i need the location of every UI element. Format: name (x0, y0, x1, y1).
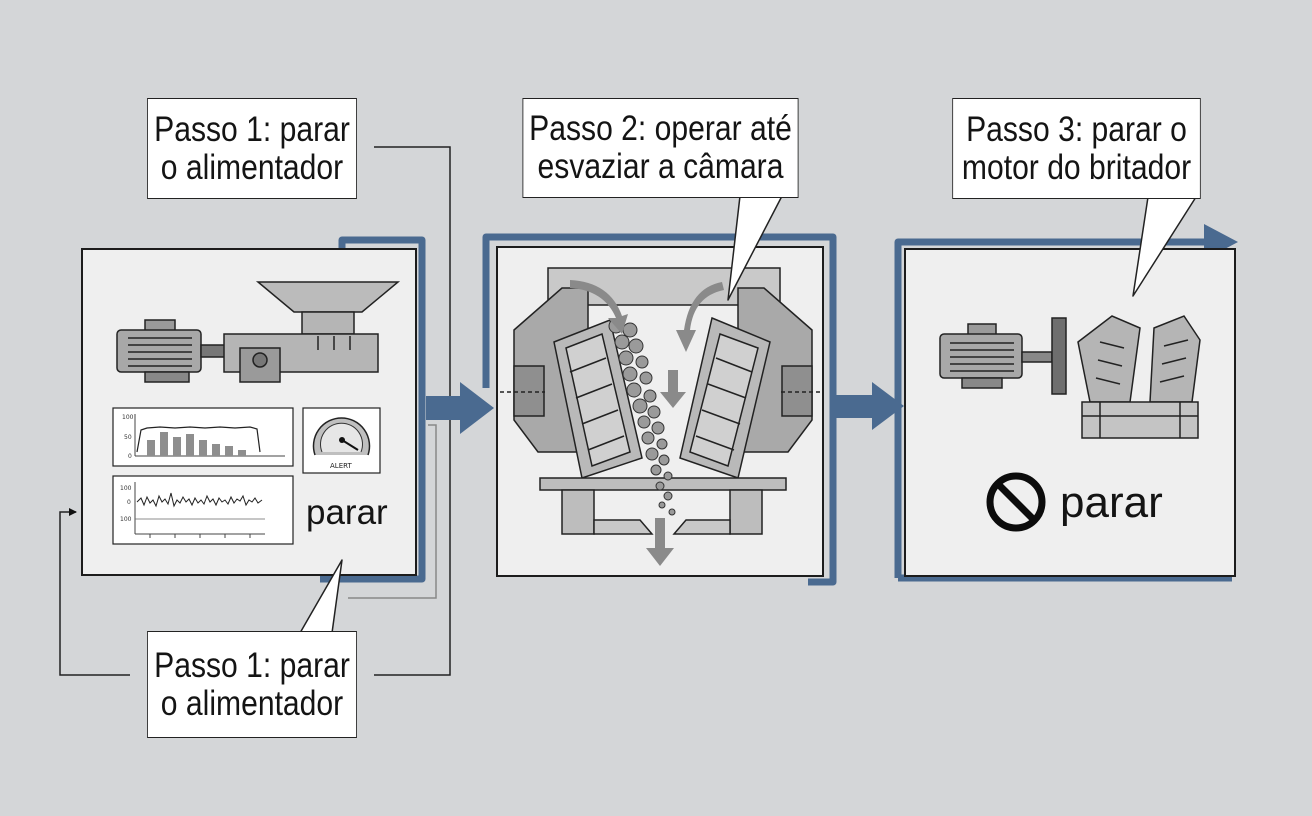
signal-chart-tick-bottom: 100 (120, 516, 132, 523)
screw-feeder-icon (223, 281, 401, 383)
callout-tails (299, 195, 1197, 634)
flow-frames (320, 233, 1232, 586)
step2-to-step3-arrow (836, 382, 904, 430)
crusher-panel (496, 246, 824, 577)
prohibited-icon (986, 472, 1046, 532)
step2-label: Passo 2: operar até esvaziar a câmara (529, 109, 792, 186)
bar-chart-bars (147, 432, 246, 456)
gauge-alert-label: ALERT (330, 462, 352, 470)
step1-repeat-callout: Passo 1: parar o alimentador (147, 631, 357, 738)
crusher-jaws-icon (1077, 315, 1201, 439)
step1-repeat-label: Passo 1: parar o alimentador (154, 645, 350, 723)
rock-particles (608, 318, 676, 516)
step1-label: Passo 1: parar o alimentador (154, 109, 350, 187)
motor-panel (904, 248, 1236, 577)
feeder-bar-chart: 100 50 0 (112, 407, 294, 467)
step2-callout: Passo 2: operar até esvaziar a câmara (522, 98, 799, 198)
step3-callout: Passo 3: parar o motor do britador (952, 98, 1201, 199)
crusher-motor-icon (939, 317, 1067, 395)
motor-stop-label: parar (1060, 478, 1163, 527)
signal-chart-tick-top: 100 (120, 485, 132, 492)
feeder-stop-label: parar (306, 493, 388, 532)
signal-chart-line (136, 492, 263, 508)
material-flow-arrows (570, 280, 724, 566)
feeder-panel: 100 50 0 ALERT (81, 248, 417, 576)
bar-chart-tick-bottom: 0 (128, 453, 132, 460)
feeder-motor-icon (116, 319, 226, 383)
bar-chart-tick-top: 100 (122, 414, 134, 421)
alert-gauge: ALERT (302, 407, 381, 474)
step3-label: Passo 3: parar o motor do britador (961, 109, 1192, 187)
bar-chart-trend-line (136, 426, 261, 453)
bar-chart-tick-mid: 50 (124, 434, 132, 441)
step1-callout: Passo 1: parar o alimentador (147, 98, 357, 199)
signal-chart-tick-mid: 0 (127, 499, 131, 506)
feeder-signal-chart: 100 0 100 (112, 475, 294, 545)
step1-to-step2-arrow (426, 382, 494, 434)
jaw-crusher-icon (500, 267, 820, 535)
